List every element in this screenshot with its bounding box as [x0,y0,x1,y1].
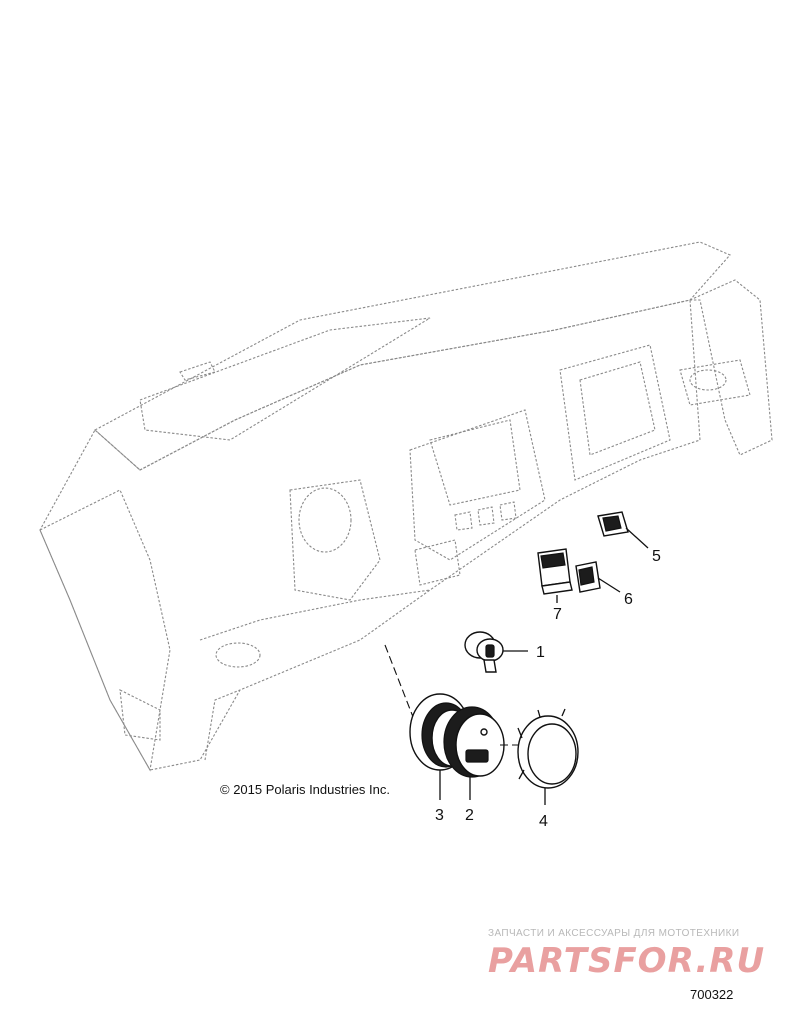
callout-6: 6 [624,591,633,608]
assembly-line [384,644,421,736]
callout-1: 1 [536,644,545,661]
leader-6 [597,577,621,593]
callout-4: 4 [539,813,548,830]
callout-2: 2 [465,807,474,824]
bezel-ring-4 [517,708,579,789]
watermark-brand: PARTSFOR.RU [488,941,766,981]
figure-number: 700322 [690,987,734,1002]
gauge-2 [443,706,505,778]
watermark-tagline: ЗАПЧАСТИ И АКСЕССУАРЫ ДЛЯ МОТОТЕХНИКИ [488,928,740,939]
ignition-switch [464,631,504,673]
switch-6 [575,561,601,593]
rocker-switch-7 [537,548,573,595]
callout-7: 7 [553,606,562,623]
copyright-notice: © 2015 Polaris Industries Inc. [220,782,390,797]
callout-3: 3 [435,807,444,824]
callout-5: 5 [652,548,661,565]
leader-5 [625,527,649,549]
switch-5 [597,511,629,537]
dashboard-outline [39,241,773,772]
